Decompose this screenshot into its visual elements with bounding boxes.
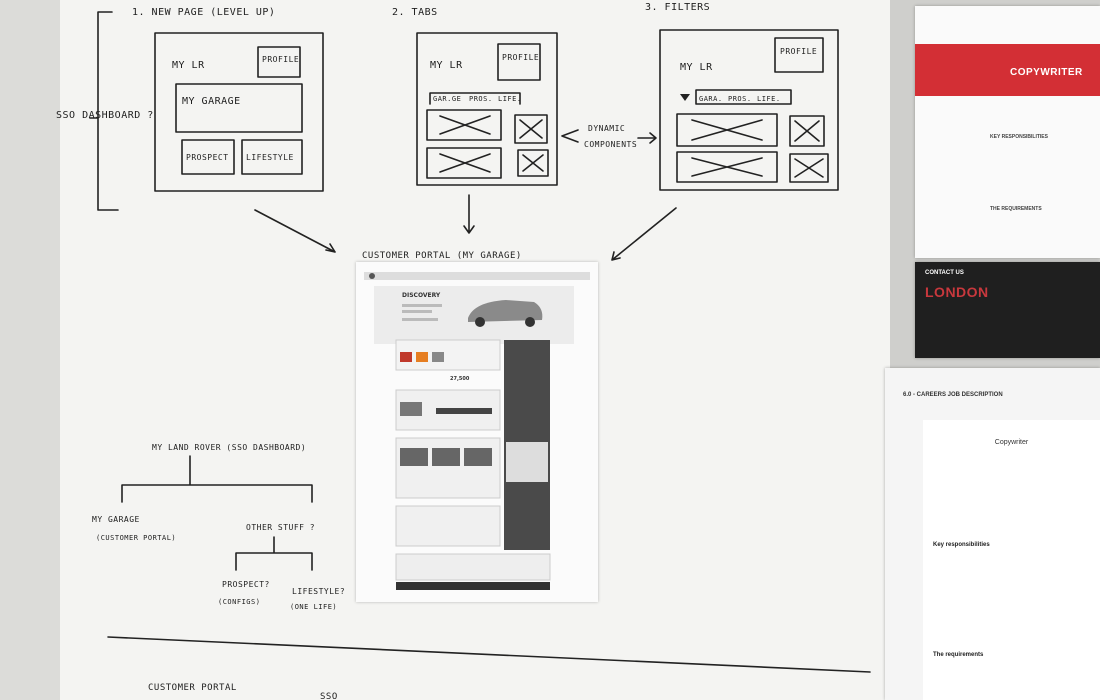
col2-title: 2. TABS <box>392 7 438 18</box>
wireframe-new-page: MY LR PROFILE MY GARAGE PROSPECT LIFESTY… <box>154 32 324 192</box>
svg-text:PROFILE: PROFILE <box>262 55 299 64</box>
requirements: The requirements <box>933 652 984 658</box>
svg-text:(ONE LIFE): (ONE LIFE) <box>290 603 337 611</box>
svg-text:PROFILE: PROFILE <box>502 53 539 62</box>
bracket <box>97 11 119 211</box>
col3-title: 3. FILTERS <box>645 2 710 13</box>
svg-text:LIFE.: LIFE. <box>757 95 781 103</box>
svg-text:GARA.: GARA. <box>699 95 723 103</box>
svg-text:PROS.: PROS. <box>469 95 493 103</box>
contact-doc: CONTACT US LONDON <box>915 262 1100 358</box>
svg-text:PROFILE: PROFILE <box>780 47 817 56</box>
sso-note: SSO DASHBOARD ? <box>56 110 154 121</box>
svg-text:MY LR: MY LR <box>680 62 713 73</box>
wireframe-filters: MY LR PROFILE GARA. PROS. LIFE. <box>659 29 839 191</box>
components-label: COMPONENTS <box>584 140 637 149</box>
col1-title: 1. NEW PAGE (LEVEL UP) <box>132 7 275 18</box>
model-name: DISCOVERY <box>402 292 441 299</box>
dynamic-label: DYNAMIC <box>588 124 625 133</box>
filter-icon <box>680 94 690 101</box>
arrow-icon <box>611 207 677 261</box>
bottom-label: CUSTOMER PORTAL <box>148 683 237 693</box>
contact-label: CONTACT US <box>925 270 964 276</box>
svg-text:PROSPECT?: PROSPECT? <box>222 580 270 589</box>
svg-text:GAR.GE: GAR.GE <box>433 95 461 103</box>
job-card: Copywriter Key responsibilities The requ… <box>923 420 1100 700</box>
svg-text:MY GARAGE: MY GARAGE <box>182 96 241 107</box>
divider <box>107 636 871 673</box>
wall-left <box>0 0 60 700</box>
copywriter-banner <box>915 44 1100 96</box>
tree-left-1: MY GARAGE <box>92 515 140 524</box>
wireframe-tabs: MY LR PROFILE GAR.GE PROS. LIFE. <box>416 32 558 186</box>
arrow-right-icon <box>637 132 657 144</box>
arrow-icon <box>463 194 475 234</box>
copywriter-doc: COPYWRITER KEY RESPONSIBILITIES THE REQU… <box>915 6 1100 258</box>
portal-label: CUSTOMER PORTAL (MY GARAGE) <box>362 251 522 261</box>
svg-text:PROS.: PROS. <box>728 95 752 103</box>
portal-printout: DISCOVERY 27,500 <box>356 262 598 602</box>
svg-text:SSO: SSO <box>320 692 338 700</box>
svg-text:MY LR: MY LR <box>430 60 463 71</box>
careers-heading: 6.0 - CAREERS JOB DESCRIPTION <box>903 392 1003 398</box>
arrow-icon <box>254 209 336 253</box>
svg-text:LIFESTYLE?: LIFESTYLE? <box>292 587 345 596</box>
tree-right: OTHER STUFF ? <box>246 523 315 532</box>
svg-text:(CONFIGS): (CONFIGS) <box>218 598 260 606</box>
careers-doc: 6.0 - CAREERS JOB DESCRIPTION Copywriter… <box>885 368 1100 700</box>
svg-text:LIFESTYLE: LIFESTYLE <box>246 153 294 162</box>
copywriter-title: COPYWRITER <box>1010 67 1083 78</box>
svg-text:PROSPECT: PROSPECT <box>186 153 229 162</box>
svg-text:MY LR: MY LR <box>172 60 205 71</box>
london-heading: LONDON <box>925 284 989 300</box>
tree-left-2: (CUSTOMER PORTAL) <box>96 534 176 542</box>
svg-text:LIFE.: LIFE. <box>498 95 522 103</box>
price: 27,500 <box>450 376 470 382</box>
key-responsibilities: Key responsibilities <box>933 542 990 548</box>
tree-root: MY LAND ROVER (SSO DASHBOARD) <box>152 443 306 452</box>
car-image <box>468 300 543 322</box>
card-title: Copywriter <box>994 439 1029 446</box>
